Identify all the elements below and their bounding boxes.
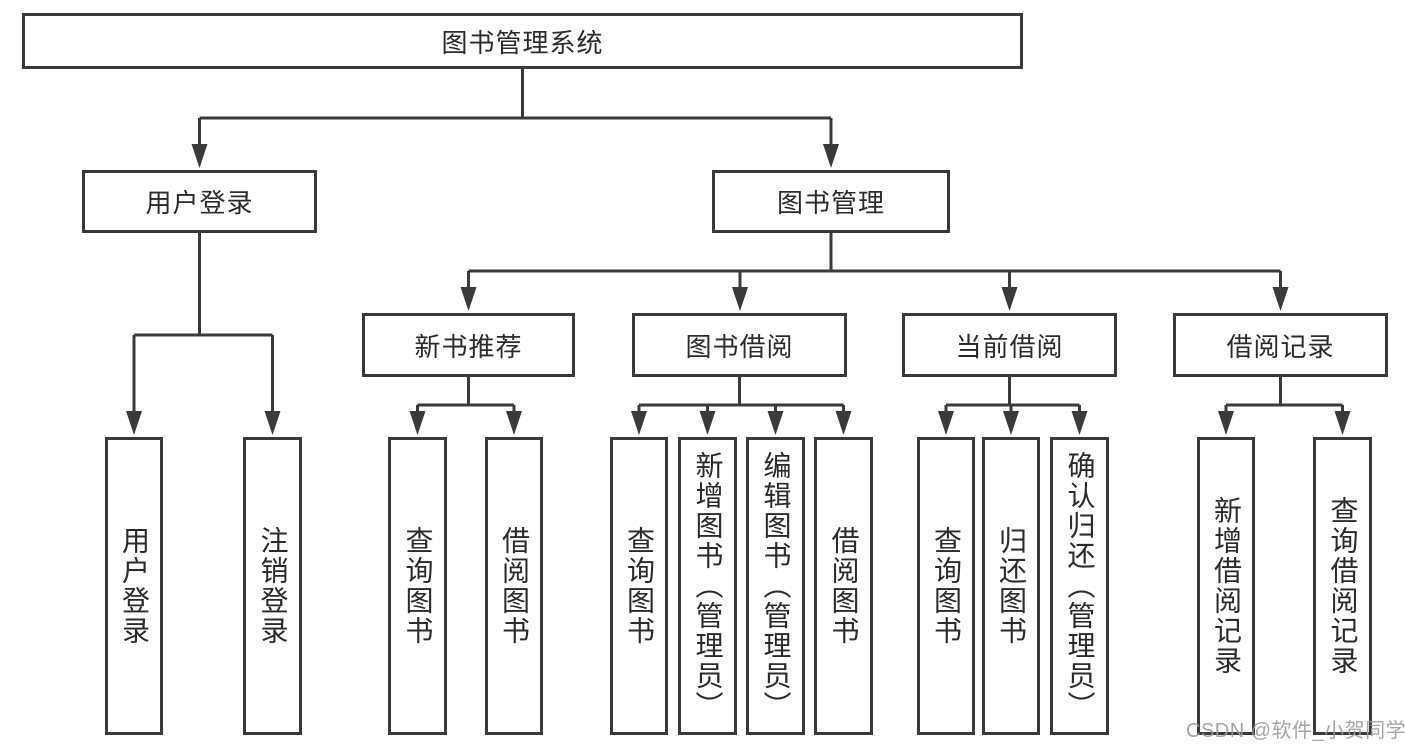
leaf-add-borrow-record: 新增借阅记录 (1197, 437, 1255, 735)
connector-paths (132, 69, 1344, 413)
leaf-user-login: 用户登录 (105, 437, 163, 735)
connector-arrowheads (126, 144, 1351, 435)
leaf-query-books-recommend: 查询图书 (388, 437, 447, 735)
csdn-watermark: CSDN @软件_小贺同学 (1186, 720, 1405, 742)
leaf-query-borrow-record: 查询借阅记录 (1313, 437, 1372, 735)
leaf-confirm-return-admin: 确认归还（管理员） (1050, 437, 1109, 735)
leaf-query-books-current: 查询图书 (917, 437, 975, 735)
leaf-edit-book-admin: 编辑图书（管理员） (746, 437, 805, 735)
leaf-return-book: 归还图书 (982, 437, 1040, 735)
node-borrowing-records: 借阅记录 (1173, 313, 1388, 377)
leaf-logout: 注销登录 (243, 437, 302, 735)
node-library-system: 图书管理系统 (22, 13, 1023, 69)
leaf-borrow-books-recommend: 借阅图书 (485, 437, 543, 735)
node-book-management-module: 图书管理 (712, 170, 950, 233)
node-current-borrowing: 当前借阅 (902, 313, 1117, 377)
leaf-borrow-books-borrowing: 借阅图书 (814, 437, 873, 735)
leaf-query-books-borrowing: 查询图书 (610, 437, 668, 735)
leaf-add-book-admin: 新增图书（管理员） (678, 437, 737, 735)
node-user-login-module: 用户登录 (82, 170, 317, 233)
node-new-book-recommendation: 新书推荐 (362, 313, 575, 377)
node-book-borrowing: 图书借阅 (632, 313, 847, 377)
